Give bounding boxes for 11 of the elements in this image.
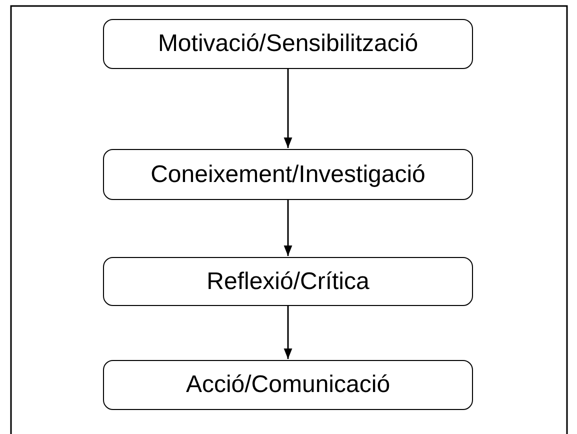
arrow — [284, 306, 292, 359]
arrow — [284, 69, 292, 148]
step-label: Motivació/Sensibilització — [158, 30, 418, 58]
step-label: Acció/Comunicació — [186, 371, 390, 399]
step-label: Reflexió/Crítica — [206, 268, 370, 296]
process-box — [103, 149, 473, 200]
process-box — [103, 360, 473, 410]
step-label: Coneixement/Investigació — [150, 160, 426, 188]
arrow — [284, 200, 292, 256]
process-box — [103, 257, 473, 306]
process-box — [103, 19, 473, 69]
